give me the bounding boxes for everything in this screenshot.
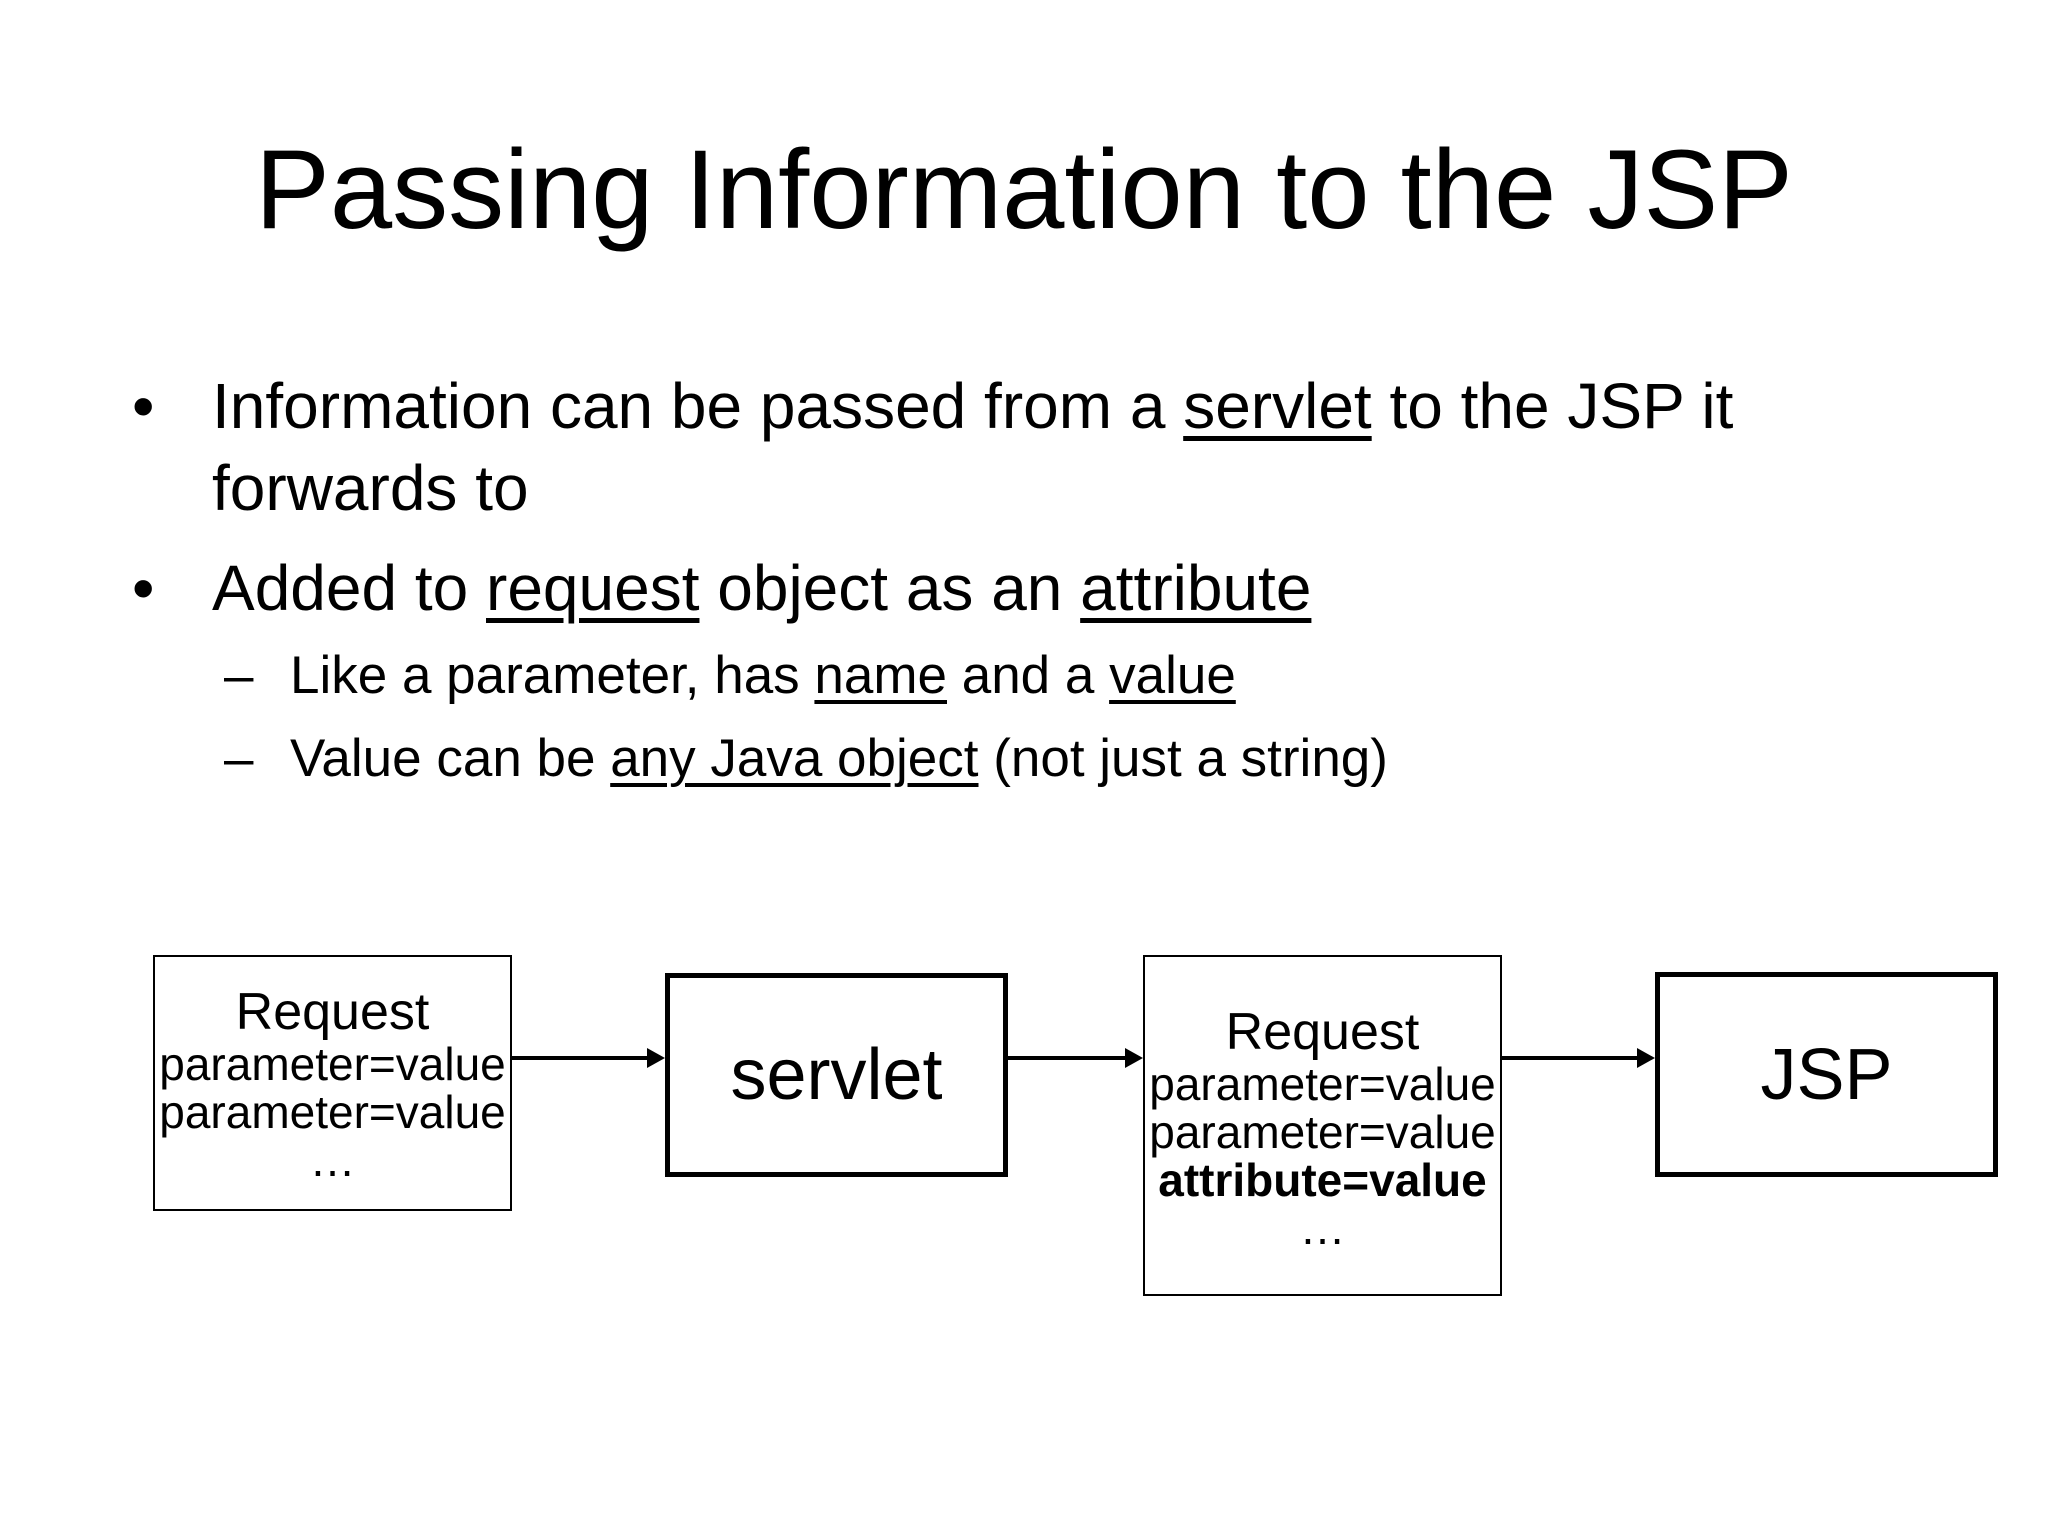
- bullet-marker: –: [224, 729, 254, 789]
- bullet-text: Added to request object as an attribute: [212, 552, 1311, 624]
- text-segment: value: [1109, 645, 1236, 705]
- arrow-head-icon: [647, 1048, 665, 1068]
- bullet-item: • Added to request object as an attribute: [0, 548, 1990, 630]
- text-segment: and a: [947, 645, 1110, 705]
- bullet-text: Like a parameter, has name and a value: [290, 646, 1236, 705]
- box-title: Request: [235, 983, 430, 1041]
- text-segment: Value can be: [290, 729, 611, 789]
- text-segment: servlet: [1183, 370, 1372, 442]
- bullet-text: Information can be passed from a servlet…: [212, 370, 1733, 524]
- text-segment: Like a parameter, has: [290, 645, 815, 705]
- box-line: parameter=value: [1149, 1105, 1496, 1158]
- arrow-line: [512, 1056, 647, 1060]
- box-line: attribute=value: [1158, 1153, 1487, 1206]
- jsp-box: JSP: [1655, 972, 1998, 1177]
- bullet-marker: •: [132, 551, 155, 624]
- bullet-list: • Information can be passed from a servle…: [0, 366, 1990, 808]
- sub-bullet-item: –Like a parameter, has name and a value: [0, 642, 1990, 710]
- arrow-head-icon: [1637, 1048, 1655, 1068]
- box-line: …: [1299, 1201, 1346, 1254]
- bullet-marker: –: [224, 645, 254, 705]
- bullet-text: Value can be any Java object (not just a…: [290, 729, 1388, 788]
- text-segment: any Java object: [610, 729, 979, 789]
- box-line: …: [309, 1133, 356, 1186]
- text-segment: forwards to: [212, 451, 529, 524]
- box-title: Request: [1225, 1003, 1420, 1061]
- text-segment: to the JSP it: [1371, 370, 1734, 442]
- text-segment: (not just a string): [978, 729, 1388, 789]
- text-segment: Added to: [212, 551, 486, 624]
- bullet-item: • Information can be passed from a servle…: [0, 366, 1990, 530]
- jsp-label: JSP: [1760, 1034, 1893, 1115]
- text-segment: Information can be passed from a: [212, 370, 1184, 442]
- servlet-box: servlet: [665, 973, 1008, 1177]
- text-segment: name: [814, 645, 947, 705]
- servlet-label: servlet: [730, 1035, 943, 1115]
- box-line: parameter=value: [1149, 1057, 1496, 1110]
- arrow-head-icon: [1125, 1048, 1143, 1068]
- page-title: Passing Information to the JSP: [255, 127, 1793, 252]
- sub-bullet-item: –Value can be any Java object (not just …: [0, 725, 1990, 793]
- text-segment: request: [486, 551, 700, 624]
- text-segment: attribute: [1080, 551, 1312, 624]
- box-line: parameter=value: [159, 1037, 506, 1090]
- arrow-line: [1502, 1056, 1637, 1060]
- arrow-line: [1008, 1056, 1125, 1060]
- text-segment: object as an: [699, 551, 1081, 624]
- bullet-marker: •: [132, 370, 155, 442]
- box-line: parameter=value: [159, 1085, 506, 1138]
